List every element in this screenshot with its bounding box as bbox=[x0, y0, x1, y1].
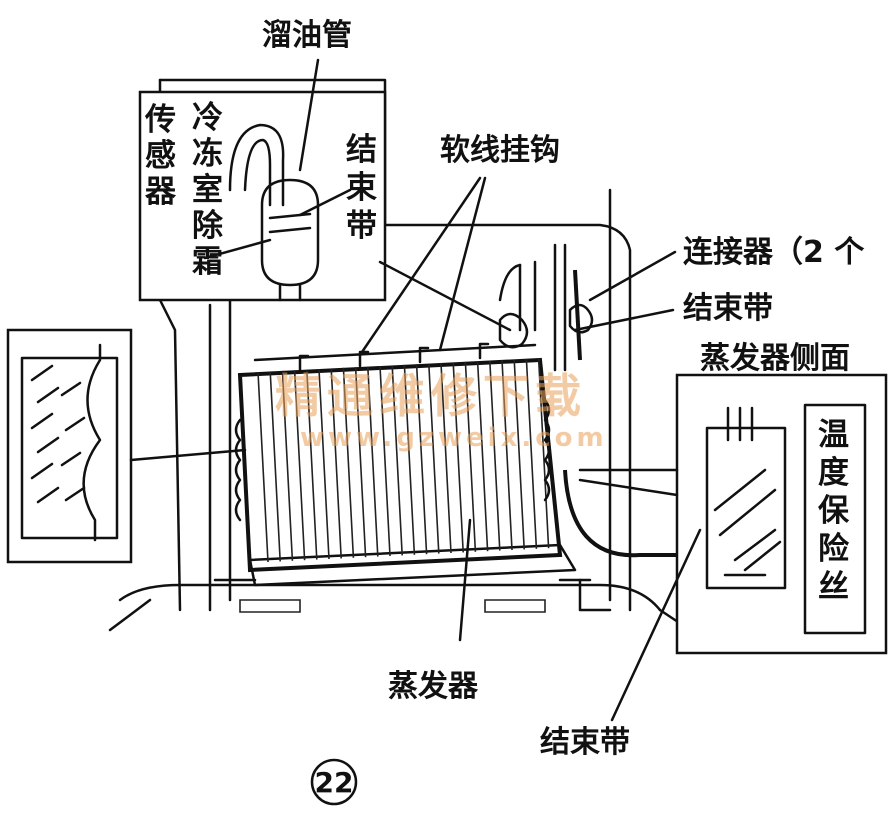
fin-line bbox=[440, 362, 452, 554]
fin-line bbox=[306, 369, 318, 560]
cabinet-frame bbox=[108, 78, 692, 632]
label-connector: 连接器（2 个 bbox=[683, 235, 865, 270]
watermark-text: 精通维修下载 bbox=[275, 369, 587, 423]
fin-line bbox=[379, 365, 391, 557]
fin-line bbox=[476, 361, 489, 552]
fin-line bbox=[415, 364, 428, 555]
fin-line bbox=[428, 363, 440, 554]
label-binding-band-top-char: 带 bbox=[346, 208, 377, 244]
label-temp-fuse-char: 丝 bbox=[818, 569, 849, 605]
fin-line bbox=[489, 360, 501, 551]
fin-line bbox=[342, 367, 355, 558]
fin-line bbox=[354, 367, 367, 558]
label-oil-pipe: 溜油管 bbox=[262, 18, 352, 53]
label-temp-fuse-char: 度 bbox=[818, 455, 849, 491]
label-freezer-defrost-char: 除 bbox=[192, 208, 224, 244]
fin-line bbox=[452, 362, 464, 553]
label-temp-fuse-char: 温 bbox=[818, 417, 849, 453]
fin-line bbox=[293, 370, 306, 561]
figure-number: 22 bbox=[315, 766, 354, 799]
fin-line bbox=[269, 371, 281, 562]
label-evaporator-side: 蒸发器侧面 bbox=[700, 341, 850, 376]
leader-lines bbox=[203, 58, 702, 722]
evaporator-pipes bbox=[498, 243, 680, 558]
label-sensor-vertical: 传感器 bbox=[144, 102, 177, 210]
fin-line bbox=[525, 358, 538, 549]
fin-line bbox=[367, 366, 379, 557]
fin-line bbox=[513, 359, 525, 550]
fin-line bbox=[464, 361, 477, 552]
evaporator-fins bbox=[257, 358, 550, 563]
label-temp-fuse-char: 保 bbox=[818, 493, 850, 529]
inset-evaporator-side bbox=[578, 373, 888, 655]
label-binding-band-top-char: 束 bbox=[346, 170, 377, 206]
label-wire-hooks: 软线挂钩 bbox=[440, 133, 560, 168]
label-binding-band-right: 结束带 bbox=[683, 291, 773, 326]
label-sensor-char: 感 bbox=[145, 138, 176, 174]
label-temp-fuse-char: 险 bbox=[818, 531, 850, 567]
inset-sensor bbox=[138, 90, 387, 302]
fin-line bbox=[391, 365, 403, 556]
label-binding-band-top-vertical: 结束带 bbox=[346, 132, 377, 244]
evaporator-body bbox=[213, 342, 592, 587]
label-freezer-defrost-char: 冻 bbox=[192, 136, 223, 172]
watermark-url: www.gzweix.com bbox=[300, 423, 608, 453]
fin-line bbox=[281, 370, 294, 561]
fin-line bbox=[537, 358, 550, 549]
label-sensor-char: 器 bbox=[144, 174, 177, 210]
label-sensor-char: 传 bbox=[144, 102, 176, 138]
fin-line bbox=[318, 368, 330, 560]
label-evaporator: 蒸发器 bbox=[388, 669, 479, 704]
label-binding-band-bottom: 结束带 bbox=[540, 725, 630, 760]
figure-number-circle bbox=[310, 758, 358, 806]
inset-left-tube bbox=[6, 328, 247, 564]
label-freezer-defrost-char: 霜 bbox=[192, 244, 223, 280]
fin-line bbox=[257, 371, 269, 563]
fin-line bbox=[501, 359, 513, 551]
fin-line bbox=[403, 364, 416, 555]
label-freezer-defrost-char: 室 bbox=[192, 172, 223, 208]
label-freezer-defrost-char: 冷 bbox=[192, 100, 223, 136]
label-binding-band-top-char: 结 bbox=[346, 132, 377, 168]
fin-line bbox=[330, 368, 342, 559]
